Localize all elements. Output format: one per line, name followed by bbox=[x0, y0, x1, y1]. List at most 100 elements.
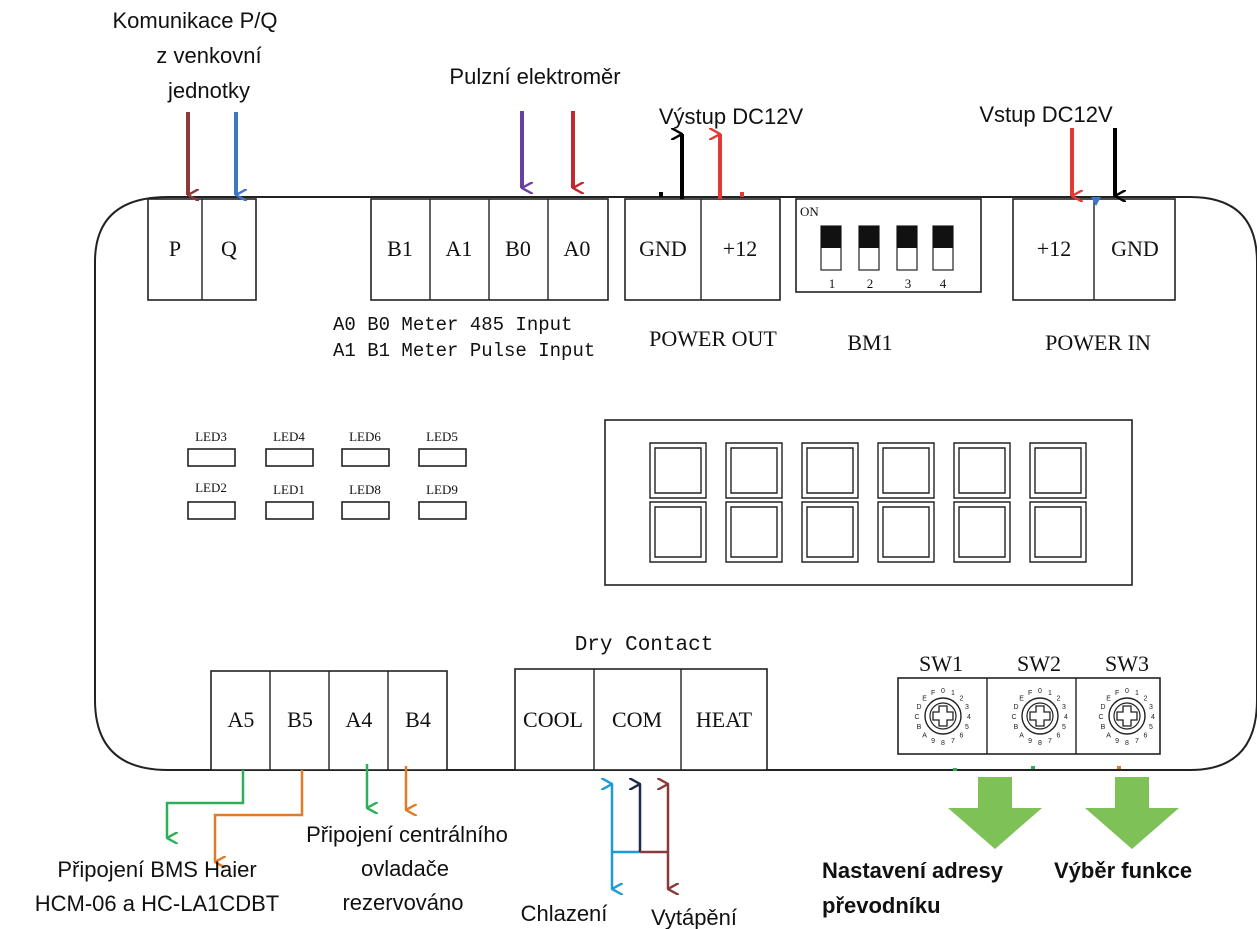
dip-number-3: 3 bbox=[905, 276, 912, 291]
sw-dot bbox=[1117, 766, 1121, 769]
terminal-a0: A0 bbox=[564, 236, 591, 261]
function-label: Výběr funkce bbox=[1054, 858, 1192, 883]
rotary-digit: 0 bbox=[941, 688, 945, 695]
terminal-a5: A5 bbox=[228, 707, 255, 732]
rotary-digit: B bbox=[1101, 724, 1106, 731]
terminal-p: P bbox=[169, 236, 181, 261]
rotary-digit: D bbox=[1100, 704, 1105, 711]
rotary-digit: 9 bbox=[1115, 738, 1119, 745]
display-digit bbox=[801, 442, 859, 563]
rotary-digit: 8 bbox=[1038, 740, 1042, 747]
led-indicator bbox=[265, 448, 314, 467]
rotary-digit: 2 bbox=[959, 696, 963, 703]
rotary-digit: A bbox=[922, 732, 927, 739]
power-out-terminal-block: GND +12 bbox=[624, 198, 781, 301]
rotary-digit: 7 bbox=[951, 738, 955, 745]
rotary-digit: 9 bbox=[1028, 738, 1032, 745]
rotary-digit: E bbox=[1019, 696, 1024, 703]
terminal-a1: A1 bbox=[446, 236, 473, 261]
rotary-digit: 8 bbox=[941, 740, 945, 747]
dip-label-bm1: BM1 bbox=[847, 330, 892, 355]
dip-lever bbox=[932, 225, 954, 271]
bms-orange-wire bbox=[213, 770, 304, 862]
dc-in-label: Vstup DC12V bbox=[979, 102, 1113, 127]
switch-label-sw3: SW3 bbox=[1105, 651, 1149, 676]
led-indicator bbox=[341, 501, 390, 520]
rotary-digit: 5 bbox=[965, 724, 969, 731]
rotary-digit: 3 bbox=[1149, 704, 1153, 711]
terminal-b1: B1 bbox=[387, 236, 413, 261]
rotary-digit: B bbox=[1014, 724, 1019, 731]
rotary-digit: D bbox=[1013, 704, 1018, 711]
led-indicator bbox=[265, 501, 314, 520]
meter-note-pulse: A1 B1 Meter Pulse Input bbox=[333, 340, 595, 362]
terminal-out-plus12: +12 bbox=[723, 236, 757, 261]
rotary-digit: 7 bbox=[1048, 738, 1052, 745]
dip-number-1: 1 bbox=[829, 276, 836, 291]
led-label: LED1 bbox=[273, 482, 305, 497]
led-indicator bbox=[418, 501, 467, 520]
dc-out-dot bbox=[740, 192, 744, 197]
rotary-digit: F bbox=[1028, 690, 1032, 697]
led-label: LED9 bbox=[426, 482, 458, 497]
central-label-1: Připojení centrálního bbox=[306, 822, 508, 847]
led-indicator bbox=[418, 448, 467, 467]
switch-label-sw2: SW2 bbox=[1017, 651, 1061, 676]
led-indicator bbox=[187, 501, 236, 520]
rotary-digit: 5 bbox=[1062, 724, 1066, 731]
led-label: LED3 bbox=[195, 429, 227, 444]
dip-number-2: 2 bbox=[867, 276, 874, 291]
display-digit bbox=[1029, 442, 1087, 563]
rotary-digit: 4 bbox=[1064, 714, 1068, 721]
display-digit bbox=[877, 442, 935, 563]
terminal-b5: B5 bbox=[287, 707, 313, 732]
rotary-digit: 6 bbox=[1056, 732, 1060, 739]
dip-number-4: 4 bbox=[940, 276, 947, 291]
terminal-q: Q bbox=[221, 236, 237, 261]
rotary-digit: C bbox=[1011, 714, 1016, 721]
rotary-digit: 1 bbox=[1135, 690, 1139, 697]
heating-label: Vytápění bbox=[651, 905, 737, 929]
address-big-arrow bbox=[948, 777, 1042, 849]
led-label: LED8 bbox=[349, 482, 381, 497]
function-big-arrow bbox=[1085, 777, 1179, 849]
bms-label-1: Připojení BMS Haier bbox=[57, 857, 256, 882]
rotary-digit: E bbox=[922, 696, 927, 703]
led-label: LED4 bbox=[273, 429, 305, 444]
terminal-out-gnd: GND bbox=[639, 236, 687, 261]
rotary-digit: A bbox=[1019, 732, 1024, 739]
dc-out-label: Výstup DC12V bbox=[659, 104, 804, 129]
pulse-meter-label: Pulzní elektroměr bbox=[449, 64, 620, 89]
pq-terminal-block: P Q bbox=[147, 198, 257, 301]
rotary-digit: 3 bbox=[1062, 704, 1066, 711]
led-grid: LED3 LED4 LED6 LED5 LED2 LED1 LED8 LED9 bbox=[187, 429, 467, 520]
meter-terminal-block: B1 A1 B0 A0 bbox=[370, 198, 609, 301]
rotary-digit: 0 bbox=[1038, 688, 1042, 695]
rotary-digit: 5 bbox=[1149, 724, 1153, 731]
power-out-label: POWER OUT bbox=[649, 326, 777, 351]
terminal-in-plus12: +12 bbox=[1037, 236, 1071, 261]
bms-label-2: HCM-06 a HC-LA1CDBT bbox=[35, 891, 280, 916]
sw-dot bbox=[953, 768, 957, 771]
pq-comm-label-1: Komunikace P/Q bbox=[112, 8, 277, 33]
rotary-digit: 1 bbox=[1048, 690, 1052, 697]
terminal-com: COM bbox=[612, 707, 662, 732]
rotary-digit: C bbox=[1098, 714, 1103, 721]
rotary-digit: 7 bbox=[1135, 738, 1139, 745]
dip-switch-bm1: ON 1 2 3 4 bbox=[795, 198, 982, 293]
led-indicator bbox=[341, 448, 390, 467]
dip-lever bbox=[820, 225, 842, 271]
led-label: LED6 bbox=[349, 429, 381, 444]
rotary-digit: 4 bbox=[967, 714, 971, 721]
rotary-digit: 3 bbox=[965, 704, 969, 711]
rotary-digit: B bbox=[917, 724, 922, 731]
terminal-in-gnd: GND bbox=[1111, 236, 1159, 261]
rotary-digit: C bbox=[914, 714, 919, 721]
rotary-digit: 9 bbox=[931, 738, 935, 745]
rotary-digit: 4 bbox=[1151, 714, 1155, 721]
address-label-1: Nastavení adresy bbox=[822, 858, 1004, 883]
